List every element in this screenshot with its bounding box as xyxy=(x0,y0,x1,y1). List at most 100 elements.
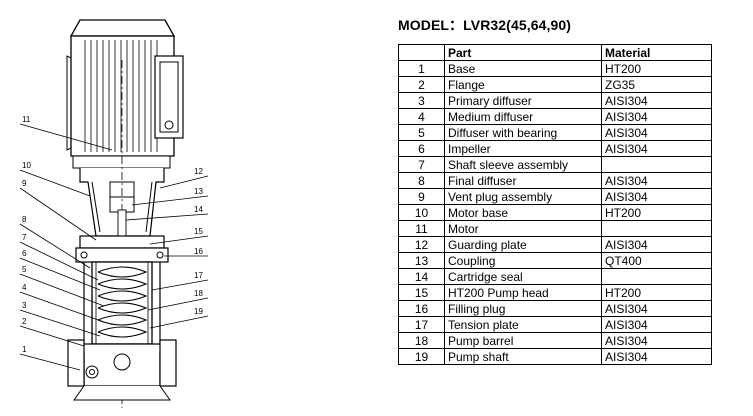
cell-part: Base xyxy=(444,60,602,77)
cell-part: Motor xyxy=(444,220,602,237)
cell-material: HT200 xyxy=(601,60,712,77)
cell-material xyxy=(601,268,712,285)
callout-number: 9 xyxy=(22,179,27,188)
callout-number: 10 xyxy=(22,161,31,170)
callout-number: 7 xyxy=(22,233,27,242)
cell-part: Coupling xyxy=(444,252,602,269)
motor-drawing xyxy=(66,19,184,169)
callout-number: 18 xyxy=(194,289,203,298)
cell-part: Pump barrel xyxy=(444,332,602,349)
cell-part: Tension plate xyxy=(444,316,602,333)
cell-part: Diffuser with bearing xyxy=(444,124,602,141)
cell-number: 8 xyxy=(398,172,445,189)
model-title: MODEL：LVR32(45,64,90) xyxy=(398,17,572,33)
cell-material: ZG35 xyxy=(601,76,712,93)
cell-number: 11 xyxy=(398,220,445,237)
cell-part: Final diffuser xyxy=(444,172,602,189)
cell-number: 5 xyxy=(398,124,445,141)
header-material: Material xyxy=(601,44,712,61)
cell-number: 10 xyxy=(398,204,445,221)
cell-part: Primary diffuser xyxy=(444,92,602,109)
cell-number: 1 xyxy=(398,60,445,77)
header-number xyxy=(398,44,445,61)
cell-material: AISI304 xyxy=(601,108,712,125)
cell-part: Motor base xyxy=(444,204,602,221)
cell-number: 16 xyxy=(398,300,445,317)
cell-material: AISI304 xyxy=(601,172,712,189)
cell-material: AISI304 xyxy=(601,316,712,333)
callout-number: 17 xyxy=(194,271,203,280)
callout-number: 4 xyxy=(22,283,27,292)
cell-number: 18 xyxy=(398,332,445,349)
cell-material: AISI304 xyxy=(601,300,712,317)
callout-number: 3 xyxy=(22,301,27,310)
header-part: Part xyxy=(444,44,602,61)
pump-barrel-drawing xyxy=(83,261,161,345)
cell-part: Medium diffuser xyxy=(444,108,602,125)
cell-part: Vent plug assembly xyxy=(444,188,602,205)
cell-number: 2 xyxy=(398,76,445,93)
callout-number: 2 xyxy=(22,317,27,326)
cell-part: Pump shaft xyxy=(444,348,602,365)
callout-number: 19 xyxy=(194,307,203,316)
cell-material xyxy=(601,156,712,173)
cell-part: Shaft sleeve assembly xyxy=(444,156,602,173)
cell-number: 15 xyxy=(398,284,445,301)
pump-base-drawing xyxy=(67,339,177,401)
cell-number: 13 xyxy=(398,252,445,269)
pump-cross-section-drawing: 11 10 9 8 7 6 5 4 3 2 1 12 13 14 15 16 17 18 19 xyxy=(19,19,209,408)
cell-part: Guarding plate xyxy=(444,236,602,253)
callout-number: 16 xyxy=(194,247,203,256)
cell-number: 12 xyxy=(398,236,445,253)
callout-number: 11 xyxy=(22,115,31,124)
cell-number: 6 xyxy=(398,140,445,157)
cell-part: Cartridge seal xyxy=(444,268,602,285)
callout-number: 8 xyxy=(22,215,27,224)
callout-number: 12 xyxy=(194,167,203,176)
cell-number: 19 xyxy=(398,348,445,365)
cell-number: 4 xyxy=(398,108,445,125)
callout-number: 6 xyxy=(22,249,27,258)
cell-material: AISI304 xyxy=(601,348,712,365)
cell-part: Impeller xyxy=(444,140,602,157)
cell-material: AISI304 xyxy=(601,236,712,253)
cell-number: 17 xyxy=(398,316,445,333)
cell-material: AISI304 xyxy=(601,92,712,109)
cell-part: Flange xyxy=(444,76,602,93)
cell-number: 3 xyxy=(398,92,445,109)
cell-material: AISI304 xyxy=(601,188,712,205)
cell-number: 7 xyxy=(398,156,445,173)
callout-number: 14 xyxy=(194,205,203,214)
cell-material: HT200 xyxy=(601,284,712,301)
cell-material: HT200 xyxy=(601,204,712,221)
table-header-row: Part Material xyxy=(398,44,712,61)
callout-number: 15 xyxy=(194,227,203,236)
cell-material xyxy=(601,220,712,237)
cell-part: HT200 Pump head xyxy=(444,284,602,301)
callout-number: 13 xyxy=(194,187,203,196)
cell-material: AISI304 xyxy=(601,332,712,349)
cell-material: AISI304 xyxy=(601,124,712,141)
callout-number: 5 xyxy=(22,265,27,274)
callout-number: 1 xyxy=(22,345,27,354)
